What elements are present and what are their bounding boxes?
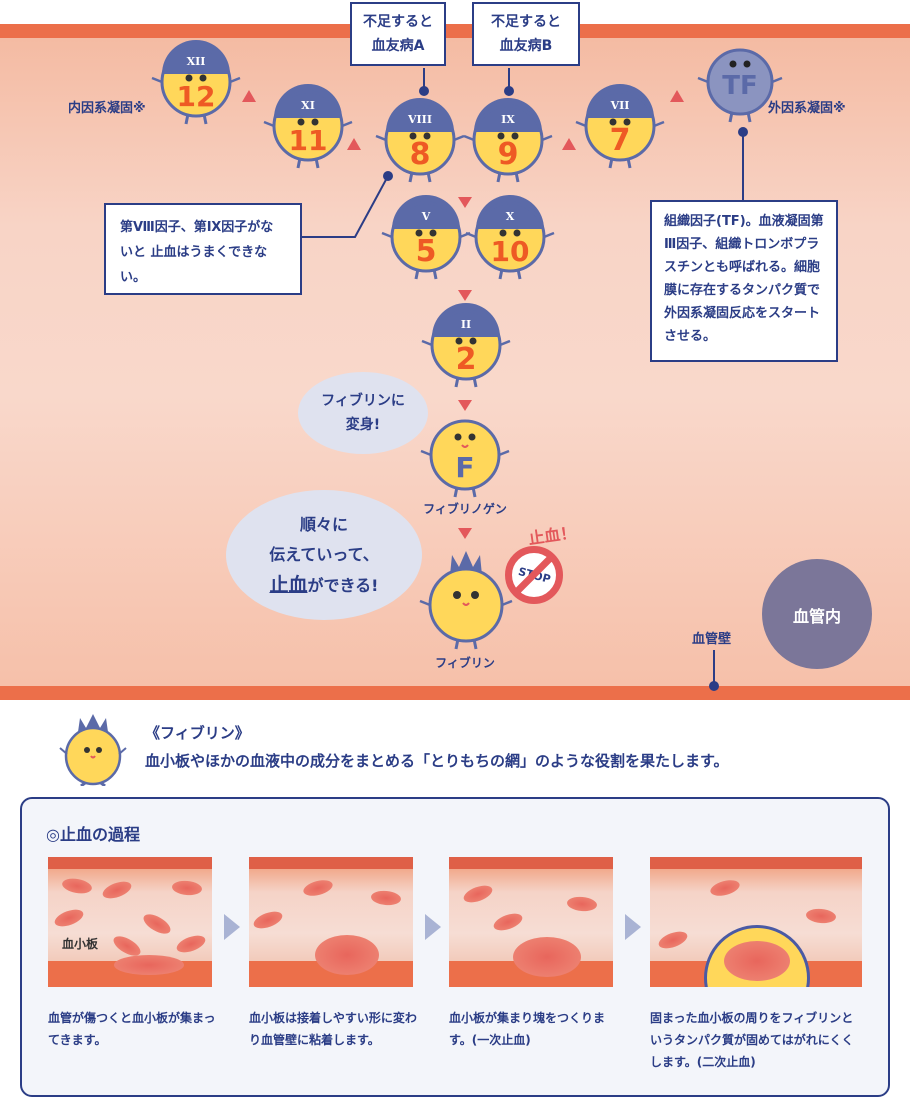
factor-5-character: V5 <box>381 195 471 280</box>
stop-sign-icon: STOP <box>505 546 563 604</box>
hemophilia-a-line2: 血友病A <box>371 38 425 54</box>
hemostasis-process-panel: ◎止血の過程 血小板 血管が傷つくと血小板が集まってきます。 <box>20 797 890 1097</box>
process-step-1-text: 血管が傷つくと血小板が集まってきます。 <box>48 1011 216 1047</box>
extrinsic-pathway-label: 外因系凝固※ <box>768 101 846 116</box>
vessel-inside-label: 血管内 <box>792 607 841 626</box>
factor-number: 5 <box>416 234 437 269</box>
vessel-inside-circle <box>762 559 872 669</box>
factor-2-character: II 2 <box>421 303 511 388</box>
process-image-step-2 <box>249 857 413 987</box>
platelet-label: 血小板 <box>62 937 99 951</box>
factor-9-character: IX 9 <box>463 98 553 183</box>
fibrin-character <box>419 551 513 650</box>
factor-deficiency-note: 第Ⅷ因子、第Ⅸ因子がないと 止血はうまくできない。 <box>104 203 302 295</box>
roman-numeral: VII <box>610 99 630 112</box>
cascade-arrow <box>347 138 361 150</box>
step-arrow-icon <box>425 914 441 940</box>
process-image-step-1: 血小板 <box>48 857 212 987</box>
cascade-arrow <box>242 90 256 102</box>
speech-bubble-cascade: 順々に 伝えていって、 止血ができる! <box>226 490 422 620</box>
hemophilia-b-line1: 不足すると <box>491 14 561 30</box>
connector-dot <box>419 86 429 96</box>
bubble-transform-line1: フィブリンに <box>321 393 405 409</box>
hemophilia-b-line2: 血友病B <box>499 38 553 54</box>
hemophilia-b-box: 不足すると 血友病B <box>472 2 580 66</box>
bubble-cascade-line1: 順々に <box>299 514 348 534</box>
process-step-2-text: 血小板は接着しやすい形に変わり血管壁に粘着します。 <box>249 1011 417 1047</box>
roman-numeral: II <box>461 318 471 331</box>
process-step-4-text: 固まった血小板の周りをフィブリンというタンパク質が固めてはがれにくくします。(二… <box>650 1011 854 1069</box>
cascade-arrow <box>670 90 684 102</box>
cascade-arrow <box>562 138 576 150</box>
cascade-arrow-down <box>458 197 472 208</box>
process-image-step-3 <box>449 857 613 987</box>
vessel-wall-bottom <box>0 686 910 700</box>
process-title: ◎止血の過程 <box>46 825 140 844</box>
bubble-cascade-line3: 止血ができる! <box>269 570 379 601</box>
factor-8-character: VIII 8 <box>375 98 465 183</box>
bubble-cascade-emphasis: 止血 <box>269 573 308 596</box>
fibrin-info-title: 《フィブリン》 <box>145 724 250 742</box>
vessel-wall-top <box>0 24 910 38</box>
vessel-wall-label: 血管壁 <box>692 632 732 647</box>
tissue-factor-character: TF <box>697 48 783 123</box>
roman-numeral: IX <box>501 113 515 126</box>
wall-connector-dot <box>709 681 719 691</box>
intrinsic-pathway-label: 内因系凝固※ <box>68 101 146 116</box>
factor-10-character: X 10 <box>465 195 555 280</box>
factor-number: 12 <box>177 80 216 113</box>
factor-number: 2 <box>456 342 477 377</box>
roman-numeral: XII <box>187 55 206 68</box>
step-arrow-icon <box>224 914 240 940</box>
process-step-3-text: 血小板が集まり塊をつくります。(一次止血) <box>449 1011 606 1047</box>
factor-11-character: XI 11 <box>263 84 353 169</box>
cascade-arrow-down <box>458 528 472 539</box>
factor-number: 10 <box>491 235 530 268</box>
roman-numeral: VIII <box>407 113 432 126</box>
factor-12-character: XII 12 <box>151 40 241 125</box>
fibrin-info-description: 血小板やほかの血液中の成分をまとめる「とりもちの網」のような役割を果たします。 <box>145 752 729 770</box>
note-connector-line <box>300 175 389 238</box>
hemophilia-a-box: 不足すると 血友病A <box>350 2 446 66</box>
roman-numeral: V <box>421 210 431 223</box>
speech-bubble-transform: フィブリンに 変身! <box>298 372 428 454</box>
factor-7-character: VII 7 <box>575 84 665 169</box>
factor-number: 7 <box>610 123 631 158</box>
fibrin-caption: フィブリン <box>435 656 495 670</box>
hemophilia-a-line1: 不足すると <box>363 14 433 30</box>
fibrinogen-letter: F <box>455 451 474 484</box>
bubble-cascade-line2: 伝えていって、 <box>269 544 379 564</box>
fibrinogen-character: F <box>420 419 510 498</box>
factor-number: 9 <box>498 137 519 172</box>
bubble-cascade-rest: ができる! <box>307 575 379 595</box>
connector-line <box>423 68 425 90</box>
roman-numeral: XI <box>301 99 315 112</box>
tf-connector-dot <box>738 127 748 137</box>
connector-line <box>508 68 510 90</box>
tf-label: TF <box>722 71 758 101</box>
fibrinogen-caption: フィブリノゲン <box>423 502 507 516</box>
roman-numeral: X <box>506 210 515 223</box>
process-image-step-4 <box>650 857 862 987</box>
cascade-arrow-down <box>458 400 472 411</box>
bubble-transform-line2: 変身! <box>345 417 381 433</box>
step-arrow-icon <box>625 914 641 940</box>
factor-number: 8 <box>410 137 431 172</box>
fibrin-mini-character-icon <box>59 714 127 786</box>
cascade-arrow-down <box>458 290 472 301</box>
connector-dot <box>504 86 514 96</box>
tissue-factor-note: 組織因子(TF)。血液凝固第Ⅲ因子、組織トロンボプラスチンとも呼ばれる。細胞膜に… <box>650 200 838 362</box>
factor-number: 11 <box>289 124 328 157</box>
note-connector-dot <box>383 171 393 181</box>
